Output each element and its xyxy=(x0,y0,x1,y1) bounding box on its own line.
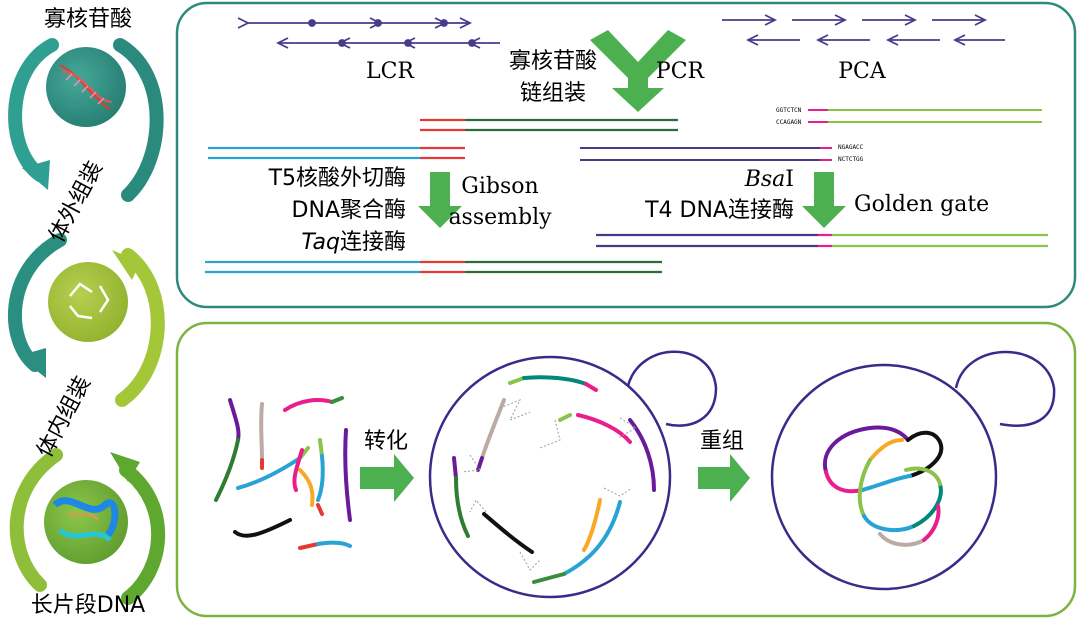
seq-top-2: CCAGAGN xyxy=(776,119,802,126)
label-in-vitro: 体外组装 xyxy=(45,157,108,246)
gibson-output-dna xyxy=(205,260,662,274)
label-oligo-assembly-2: 链组装 xyxy=(520,81,586,106)
merge-arrow xyxy=(590,30,686,112)
goldengate-input-dna xyxy=(580,109,1042,161)
cycle-arrow-right-3 xyxy=(119,463,166,605)
left-flow-column: 寡核苷酸 体外组装 体内组装 长片段DNA xyxy=(7,7,166,618)
seq-bot-1: NGAGACC xyxy=(838,144,864,151)
cycle-arrow-right-1 xyxy=(113,38,164,202)
yeast-cell-1 xyxy=(428,350,718,599)
assembled-plasmid xyxy=(822,425,944,547)
gibson-arrow xyxy=(418,172,462,228)
label-oligo-assembly-1: 寡核苷酸 xyxy=(509,49,597,74)
homology-links xyxy=(461,399,637,571)
label-dna-polymerase: DNA聚合酶 xyxy=(292,198,406,223)
seq-bot-2: NCTCTGG xyxy=(838,156,864,163)
label-taq-rest: 连接酶 xyxy=(340,230,406,255)
plasmid-fragments-ring xyxy=(452,375,656,584)
cycle-arrow-right-2 xyxy=(115,248,165,407)
lcr-strands xyxy=(237,17,500,49)
label-lcr: LCR xyxy=(366,59,415,84)
label-transform: 转化 xyxy=(364,429,408,454)
goldengate-arrow xyxy=(802,172,846,228)
label-golden-gate: Golden gate xyxy=(854,192,989,217)
label-pcr: PCR xyxy=(656,59,706,84)
in-vitro-panel xyxy=(175,1,1077,309)
yeast-cell-2 xyxy=(770,350,1056,591)
label-bsai: BsaI xyxy=(744,167,794,192)
cycle-arrow-left-1 xyxy=(8,38,59,182)
in-vivo-panel xyxy=(175,321,1077,618)
transform-arrow xyxy=(360,454,414,502)
cycle-arrowhead-right-2 xyxy=(112,250,140,280)
label-recombine: 重组 xyxy=(700,429,744,454)
cycle-arrowhead-left-2 xyxy=(18,348,46,378)
cycle-arrow-left-3 xyxy=(9,448,63,592)
dna-fragments xyxy=(214,396,352,550)
label-long-dna: 长片段DNA xyxy=(31,593,145,618)
recombine-arrow xyxy=(698,454,750,502)
label-pca: PCA xyxy=(838,59,887,84)
label-assembly: assembly xyxy=(448,205,552,230)
long-dna-icon xyxy=(52,497,119,542)
pca-strands xyxy=(722,14,1005,46)
label-in-vivo: 体内组装 xyxy=(33,372,96,461)
label-gibson: Gibson xyxy=(461,174,538,199)
recycle-icon xyxy=(69,282,110,320)
goldengate-output-dna xyxy=(596,233,1048,248)
label-taq-italic: Taq xyxy=(301,230,340,255)
label-t4-ligase: T4 DNA连接酶 xyxy=(644,198,794,223)
recycle-ball xyxy=(48,262,128,342)
gibson-input-dna xyxy=(208,118,678,160)
cycle-arrowhead-right-3 xyxy=(110,452,140,482)
label-bsai-rest: I xyxy=(785,167,794,192)
label-bsai-italic: Bsa xyxy=(744,167,786,192)
cycle-arrowhead-left-1 xyxy=(22,160,50,190)
label-oligo: 寡核苷酸 xyxy=(44,7,132,32)
label-t5-exonuclease: T5核酸外切酶 xyxy=(268,166,406,191)
dna-helix-icon xyxy=(59,64,113,111)
label-taq-ligase: Taq连接酶 xyxy=(301,230,406,255)
seq-top-1: GGTCTCN xyxy=(776,107,802,114)
